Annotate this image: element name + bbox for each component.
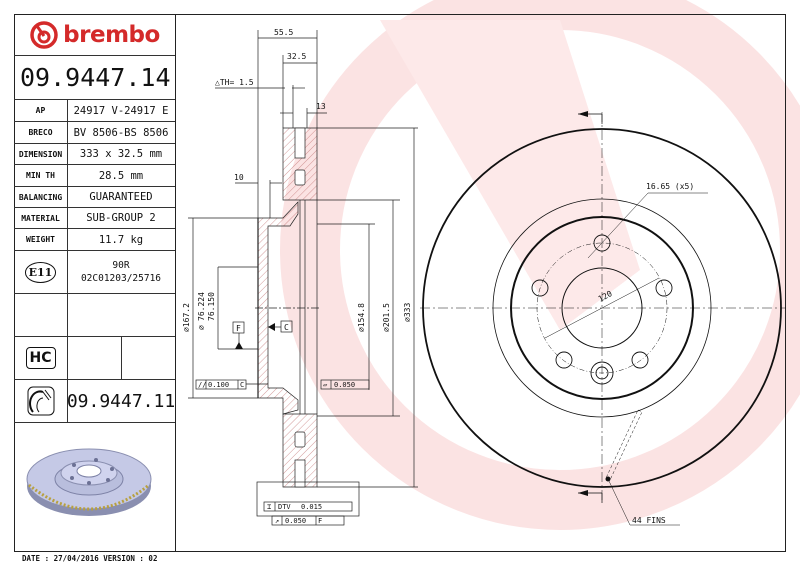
hc-badge: HC <box>25 347 56 369</box>
spec-row-balancing: BALANCING GUARANTEED <box>14 187 175 208</box>
dia-201: ⌀201.5 <box>382 303 391 332</box>
drawing-frame <box>14 14 786 552</box>
homologation-code: 90R <box>112 260 130 271</box>
related-part-number: 09.9447.11 <box>66 390 176 412</box>
dim-thickness: 32.5 <box>287 52 306 61</box>
spec-label: AP <box>14 100 68 121</box>
pcd-label: 120 <box>597 289 614 304</box>
dim-10: 10 <box>234 173 244 182</box>
dia-bore-symbol: ⌀ <box>197 325 206 330</box>
runout-value: 0.050 <box>285 517 306 525</box>
spec-value: GUARANTEED <box>89 191 153 203</box>
spec-value: SUB-GROUP 2 <box>86 212 156 224</box>
fins-label: 44 FINS <box>632 516 666 525</box>
dia-bore-max: 76.224 <box>197 292 206 321</box>
spec-row-min-th: MIN TH 28.5 mm <box>14 165 175 187</box>
datum-f: F <box>236 324 241 333</box>
spec-value: 333 x 32.5 mm <box>79 148 163 160</box>
parallel-symbol: // <box>198 381 206 389</box>
part-number: 09.9447.14 <box>14 56 175 100</box>
disc-3d-render <box>14 423 175 552</box>
dtv-symbol: ⌶ <box>267 503 271 511</box>
dia-154: ⌀154.8 <box>357 303 366 332</box>
spec-row-weight: WEIGHT 11.7 kg <box>14 229 175 251</box>
spec-value: 11.7 kg <box>98 233 144 246</box>
e11-badge-cell: E11 <box>14 251 68 293</box>
spec-label: WEIGHT <box>14 229 68 250</box>
brembo-logo-icon <box>30 20 58 49</box>
dim-13: 13 <box>316 102 326 111</box>
footer-date-version: DATE : 27/04/2016 VERSION : 02 <box>22 554 158 563</box>
disc-pad-icon <box>14 380 68 422</box>
spec-label: BALANCING <box>14 187 68 207</box>
spec-row-dimension: DIMENSION 333 x 32.5 mm <box>14 144 175 165</box>
dia-bore-min: 76.150 <box>207 292 216 321</box>
tol-parallel-ref: C <box>240 381 244 389</box>
dia-167: ⌀167.2 <box>182 303 191 332</box>
runout-ref: F <box>318 517 322 525</box>
spec-row-material: MATERIAL SUB-GROUP 2 <box>14 208 175 229</box>
spec-label: BRECO <box>14 122 68 143</box>
empty-row <box>14 294 175 337</box>
dia-333: ⌀333 <box>403 303 412 322</box>
dim-overall-width: 55.5 <box>274 28 293 37</box>
hc-row: HC <box>14 337 175 380</box>
dtv-label: DTV <box>278 503 291 511</box>
spec-value: BV 8506-BS 8506 <box>73 126 169 139</box>
related-part-row: 09.9447.11 <box>14 380 175 423</box>
info-panel: brembo 09.9447.14 AP 24917 V-24917 E BREC… <box>14 14 176 552</box>
brand-logo: brembo <box>14 14 175 56</box>
tol-flatness: 0.050 <box>334 381 355 389</box>
spec-label: MIN TH <box>14 165 68 186</box>
datum-c: C <box>284 323 289 332</box>
runout-symbol: ↗ <box>275 517 279 525</box>
spec-value: 24917 V-24917 E <box>73 104 169 117</box>
dtv-value: 0.015 <box>301 503 322 511</box>
bolt-hole-label: 16.65 (x5) <box>646 182 694 191</box>
e11-badge: E11 <box>24 261 57 283</box>
homologation-row: E11 90R 02C01203/25716 <box>14 251 175 294</box>
flatness-symbol: ▱ <box>323 381 328 389</box>
brand-name: brembo <box>63 21 160 48</box>
spec-label: DIMENSION <box>14 144 68 164</box>
spec-value: 28.5 mm <box>98 169 144 182</box>
spec-row-breco: BRECO BV 8506-BS 8506 <box>14 122 175 144</box>
homologation-number: 02C01203/25716 <box>80 273 162 284</box>
spec-row-ap: AP 24917 V-24917 E <box>14 100 175 122</box>
spec-label: MATERIAL <box>14 208 68 228</box>
dim-delta-th: △TH= 1.5 <box>215 78 254 87</box>
tol-parallel: 0.100 <box>208 381 229 389</box>
